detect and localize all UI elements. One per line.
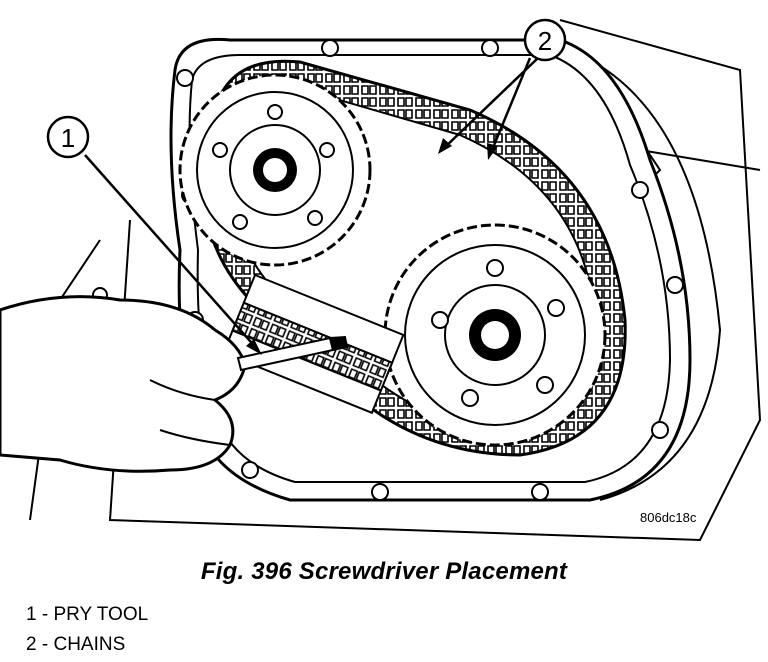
arrowhead-2b (487, 143, 498, 160)
figure-caption: Fig. 396 Screwdriver Placement (200, 558, 568, 585)
hand (0, 295, 247, 473)
legend-number: 2 (26, 634, 37, 655)
legend-separator: - (36, 634, 54, 655)
callout-number-2: 2 (538, 26, 552, 56)
arrowhead-2a (438, 138, 452, 154)
legend-item: 2 - CHAINS (26, 630, 148, 660)
legend-number: 1 (26, 604, 37, 625)
legend-item: 1 - PRY TOOL (26, 600, 148, 630)
leader-lines (84, 57, 539, 351)
case-flange (188, 54, 672, 483)
transfer-case-illustration: 1 2 (0, 18, 762, 542)
callout-number-1: 1 (61, 123, 75, 153)
callout-circle-1 (46, 115, 90, 159)
callout-circle-2 (523, 18, 567, 62)
legend-label: PRY TOOL (53, 604, 149, 625)
upper-sprocket (178, 73, 372, 267)
legend-label: CHAINS (53, 634, 126, 655)
pry-tool (236, 335, 349, 372)
arrowhead-1 (246, 339, 262, 355)
image-code: 806dc18c (640, 510, 697, 525)
legend: 1 - PRY TOOL 2 - CHAINS (26, 600, 148, 660)
legend-separator: - (36, 604, 54, 625)
lower-sprocket (383, 223, 607, 447)
